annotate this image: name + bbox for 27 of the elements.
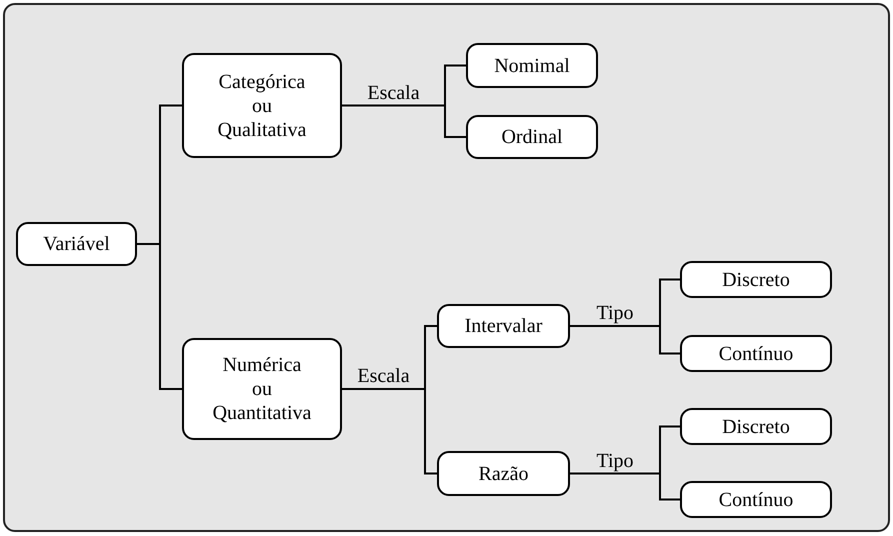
node-label: Razão [478,462,528,486]
connector-line [137,243,182,390]
rounded-box [466,43,598,88]
connector-line [570,472,680,500]
node-label: Discreto [722,268,790,292]
connector-line [342,104,466,138]
rounded-box [16,222,137,266]
rounded-box [437,451,570,496]
node-label: Contínuo [718,342,794,366]
rounded-box [182,338,342,440]
rounded-box [680,408,832,445]
node-label: Numérica ou Quantitativa [212,353,312,425]
rounded-box [680,481,832,518]
rounded-box [182,53,342,158]
rounded-box [680,261,832,298]
node-label: Intervalar [464,314,542,338]
rounded-box [437,304,570,348]
node-label: Variável [43,232,110,256]
connector-line [342,388,437,474]
rounded-box [680,335,832,372]
node-label: Discreto [722,414,790,438]
node-label: Ordinal [501,125,563,149]
rounded-box [466,115,598,159]
node-label: Contínuo [718,488,794,512]
node-label: Categórica ou Qualitativa [218,70,306,142]
node-label: Nomimal [494,54,570,78]
connector-line [570,325,680,354]
